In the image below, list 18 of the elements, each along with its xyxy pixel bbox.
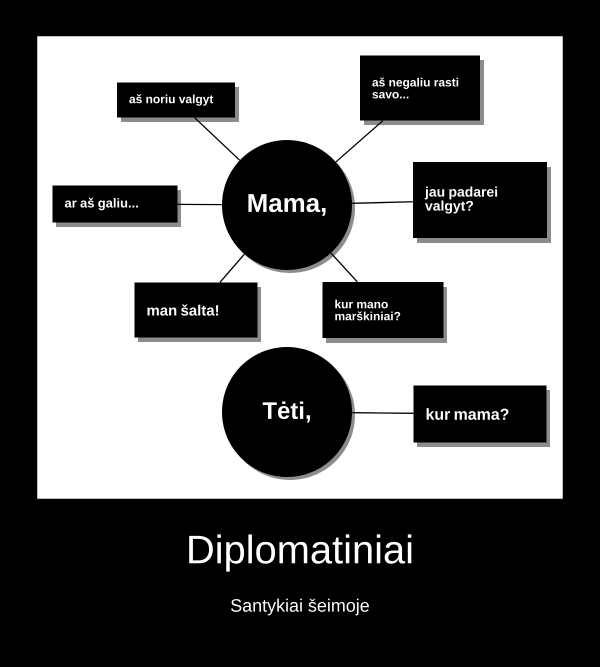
- connector-line: [352, 412, 414, 414]
- text-box: kur mano marškiniai?: [322, 282, 447, 343]
- text-box: man šalta!: [134, 282, 261, 342]
- text-box: ar aš galiu...: [52, 186, 181, 227]
- text-box: jau padarei valgyt?: [413, 162, 551, 243]
- connector-line: [194, 117, 240, 161]
- connector-line: [219, 254, 245, 283]
- circle-node: Tėti,: [222, 347, 355, 480]
- text-box: aš negaliu rasti savo...: [360, 56, 484, 125]
- circle-node: Mama,: [222, 140, 355, 273]
- text-box: aš noriu valgyt: [117, 82, 239, 122]
- connector-line: [330, 252, 358, 282]
- title: Diplomatiniai: [189, 534, 412, 572]
- connector-line: [352, 201, 413, 204]
- caption: Santykiai šeimoje: [231, 598, 369, 616]
- text-box: kur mama?: [414, 386, 550, 447]
- connector-line: [336, 120, 384, 162]
- connector-line: [178, 204, 222, 206]
